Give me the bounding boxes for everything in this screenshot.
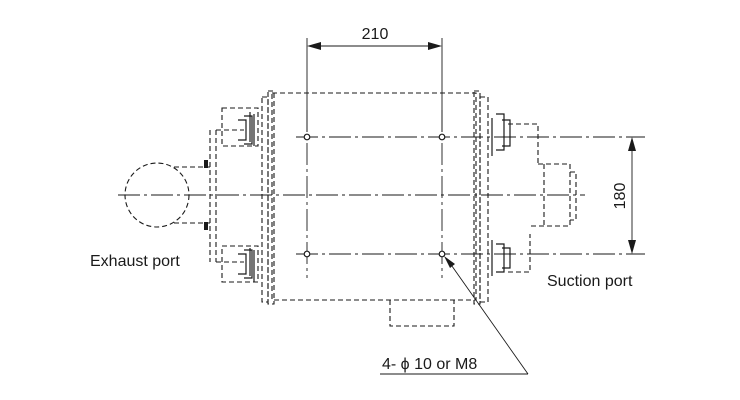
- mounting-hole: [438, 250, 446, 258]
- hole-callout-label: 4- ϕ 10 or M8: [382, 356, 477, 373]
- suction-port-label: Suction port: [547, 273, 633, 290]
- exhaust-assembly: [124, 107, 259, 283]
- mounting-holes: [303, 133, 446, 258]
- exhaust-port-circle: [124, 162, 190, 228]
- mounting-hole: [438, 133, 446, 141]
- center-lines: [118, 110, 645, 278]
- exhaust-port-label: Exhaust port: [90, 253, 180, 270]
- dimension-horizontal: 210: [306, 26, 443, 132]
- dimension-vertical: 180: [612, 137, 636, 254]
- hole-callout: 4- ϕ 10 or M8: [380, 256, 529, 375]
- mounting-hole: [303, 250, 311, 258]
- dimension-vertical-value: 180: [612, 183, 629, 210]
- main-body: [261, 90, 489, 327]
- suction-assembly: [491, 113, 577, 276]
- dimension-horizontal-value: 210: [362, 26, 389, 43]
- mounting-hole: [303, 133, 311, 141]
